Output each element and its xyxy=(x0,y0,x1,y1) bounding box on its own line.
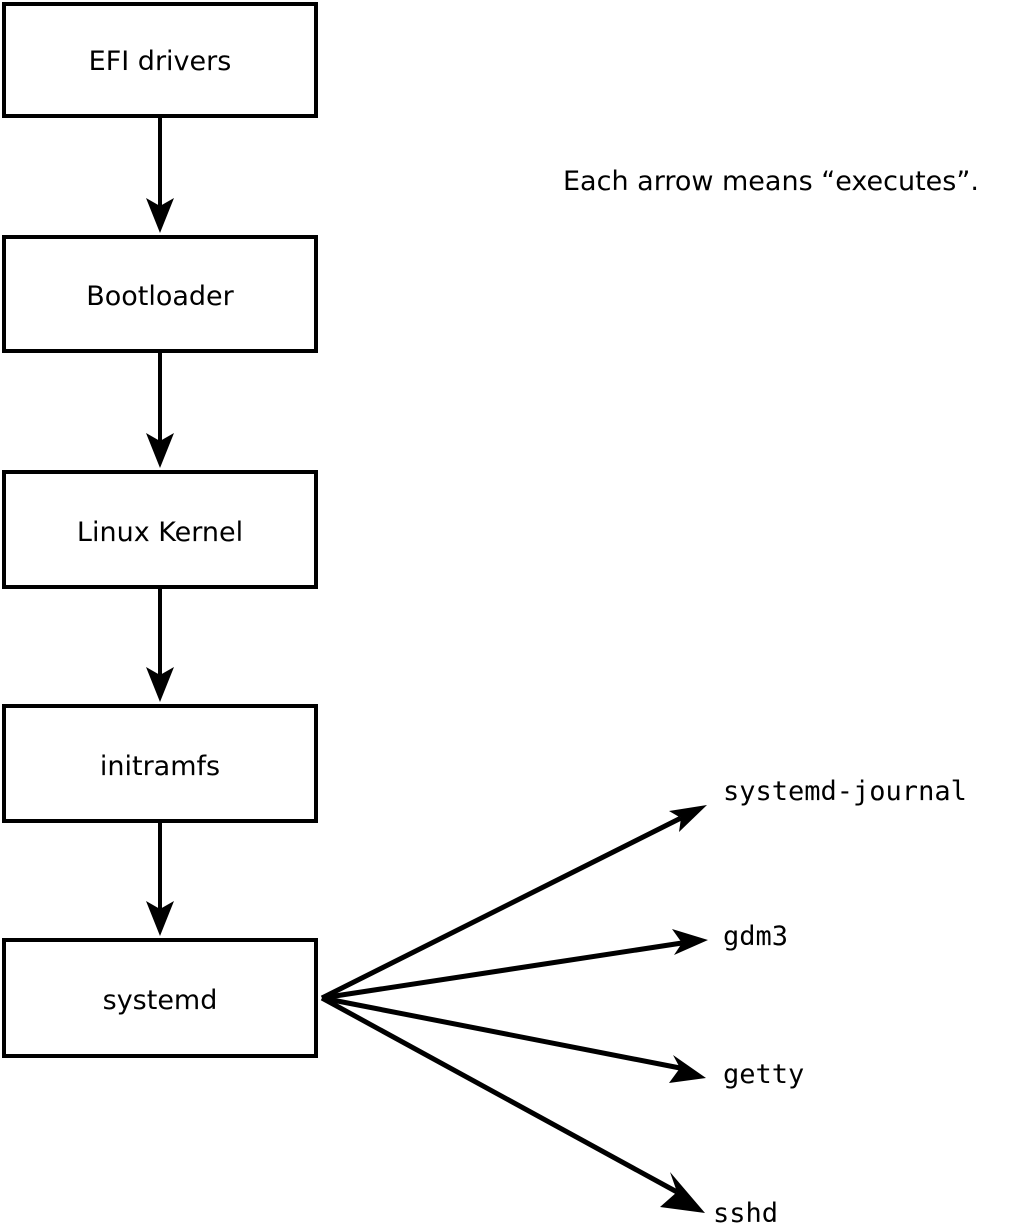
arrow-head xyxy=(660,1172,705,1213)
arrow-shaft xyxy=(321,940,683,1001)
arrow-head xyxy=(146,901,174,936)
arrow-head xyxy=(146,198,174,233)
node-box xyxy=(2,938,318,1058)
arrow-head xyxy=(672,929,708,955)
node-initramfs[interactable]: initramfs xyxy=(2,704,318,823)
arrow-efi-to-bootloader xyxy=(146,118,174,233)
process-label-sshd: sshd xyxy=(713,1198,778,1229)
arrow-head xyxy=(669,1055,706,1083)
arrow-initramfs-to-systemd xyxy=(146,823,174,936)
node-label: initramfs xyxy=(100,751,220,782)
node-label: Bootloader xyxy=(86,281,234,312)
node-box xyxy=(2,235,318,353)
node-label: EFI drivers xyxy=(89,46,232,77)
arrow-bootloader-to-kernel xyxy=(146,353,174,468)
arrow-head xyxy=(669,805,707,832)
process-label-gdm3: gdm3 xyxy=(723,921,788,952)
process-label-systemd-journal: systemd-journal xyxy=(723,776,967,807)
node-box xyxy=(2,470,318,589)
node-efi-drivers[interactable]: EFI drivers xyxy=(2,2,318,118)
process-label-getty: getty xyxy=(723,1059,804,1090)
arrow-shaft xyxy=(321,995,681,1071)
arrow-kernel-to-initramfs xyxy=(146,589,174,702)
arrow-systemd-to-systemd-journal xyxy=(320,805,707,1001)
arrow-head xyxy=(146,667,174,702)
node-box xyxy=(2,704,318,823)
node-systemd[interactable]: systemd xyxy=(2,938,318,1058)
arrow-systemd-to-getty xyxy=(321,995,706,1083)
arrow-systemd-to-gdm3 xyxy=(321,929,708,1001)
arrow-shaft xyxy=(320,815,683,1001)
node-linux-kernel[interactable]: Linux Kernel xyxy=(2,470,318,589)
arrow-shaft xyxy=(320,995,679,1195)
arrow-systemd-to-sshd xyxy=(320,995,705,1213)
node-bootloader[interactable]: Bootloader xyxy=(2,235,318,353)
arrow-head xyxy=(146,433,174,468)
node-label: systemd xyxy=(103,985,218,1016)
diagram-caption: Each arrow means “executes”. xyxy=(563,166,979,197)
node-label: Linux Kernel xyxy=(77,517,243,548)
node-box xyxy=(2,2,318,118)
